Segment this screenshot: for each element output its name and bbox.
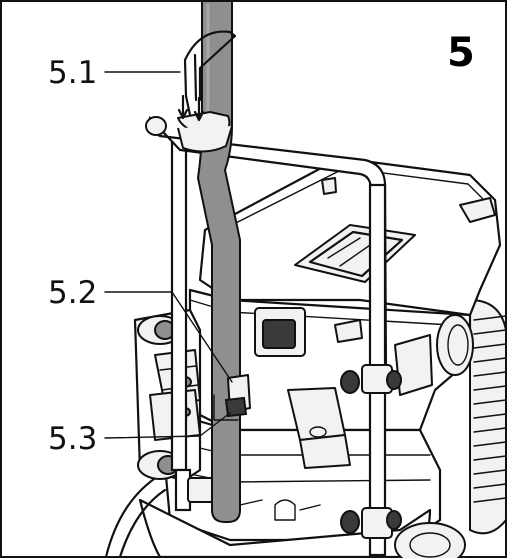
side-hose xyxy=(469,299,507,535)
figure-number: 5 xyxy=(447,30,475,76)
leader-5-3 xyxy=(104,412,231,439)
callout-5-1: 5.1 xyxy=(48,55,97,91)
push-handle xyxy=(145,116,402,557)
top-hose-holder xyxy=(177,30,237,153)
leader-lines xyxy=(104,71,233,439)
right-rail-clamp-upper xyxy=(340,364,402,394)
front-switch xyxy=(254,307,306,357)
leader-5-2 xyxy=(104,291,233,383)
callout-5-2: 5.2 xyxy=(48,275,97,311)
callout-5-3: 5.3 xyxy=(48,421,97,457)
left-frame-column xyxy=(133,308,202,482)
middle-hose-holder xyxy=(213,374,251,421)
right-rail-clamp-lower xyxy=(340,507,402,539)
lower-latch xyxy=(287,387,351,469)
